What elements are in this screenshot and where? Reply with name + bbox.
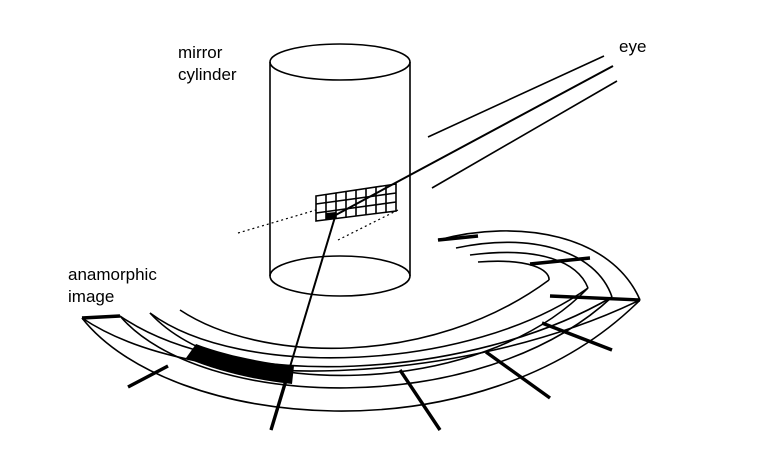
labels: mirror cylinder eye anamorphic image xyxy=(68,37,646,306)
ring-2 xyxy=(149,287,589,377)
upper-sight-line xyxy=(427,55,605,138)
radial-divider-7 xyxy=(529,256,591,266)
mirror-label: mirror xyxy=(178,43,223,62)
outer-arc-right xyxy=(437,230,641,301)
ring-2-right xyxy=(469,251,589,289)
ring-3-right xyxy=(455,241,613,298)
ring-2-left xyxy=(149,287,589,359)
radial-divider-3 xyxy=(398,369,442,431)
radial-divider-5 xyxy=(541,321,613,352)
eye-label: eye xyxy=(619,37,646,56)
ring-inner-right xyxy=(477,260,550,281)
mirror-cylinder xyxy=(269,43,411,297)
lower-dotted-continuation xyxy=(337,209,399,241)
radial-divider-4 xyxy=(485,350,551,400)
lower-sight-line xyxy=(431,80,618,189)
ring-4 xyxy=(81,299,641,412)
upper-dotted-continuation xyxy=(237,209,317,234)
radial-divider-6 xyxy=(549,294,641,302)
sight-lines xyxy=(237,55,618,431)
anamorphic-label: anamorphic xyxy=(68,265,157,284)
image-label: image xyxy=(68,287,114,306)
main-sight-line xyxy=(331,65,614,218)
right-end-cap xyxy=(437,234,479,242)
left-end-cap xyxy=(81,314,121,320)
anamorphic-image xyxy=(81,230,641,431)
ring-3-left xyxy=(119,296,613,368)
reflected-grid xyxy=(315,183,397,222)
ring-3 xyxy=(119,296,613,389)
cylinder-label: cylinder xyxy=(178,65,237,84)
highlighted-image-cell xyxy=(186,344,294,384)
highlighted-grid-cell xyxy=(326,212,336,220)
ring-inner xyxy=(179,279,550,350)
cylinder-top xyxy=(269,43,411,81)
cylinder-base xyxy=(269,255,411,297)
radial-divider-1 xyxy=(127,364,169,389)
